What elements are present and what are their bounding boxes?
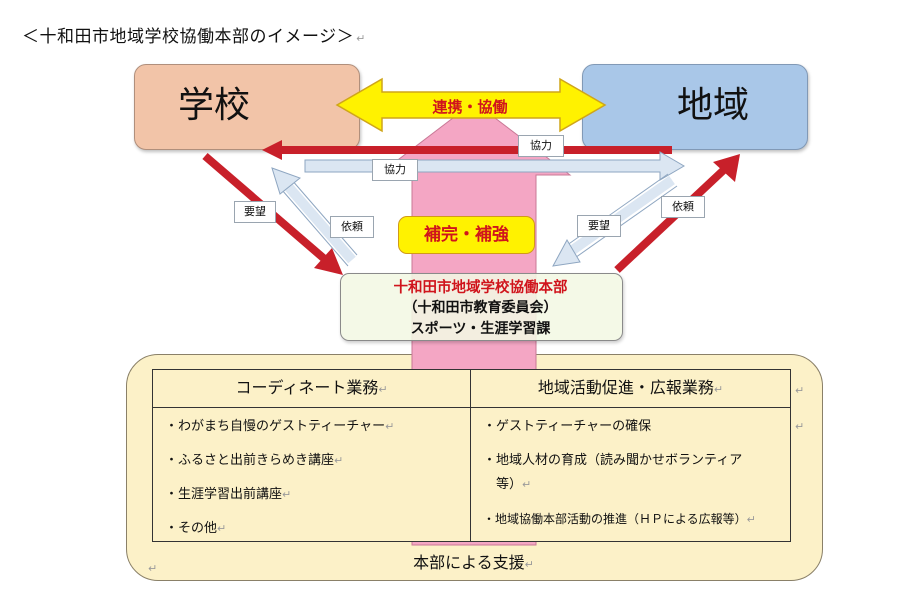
list-item-continued: 等）↵ (483, 477, 532, 492)
red-left-arrow (262, 140, 672, 160)
left-irai-label: 依頼 (330, 216, 374, 238)
column-header-coordinate: コーディネート業務↵ (152, 369, 471, 408)
blue-right-arrow (304, 151, 685, 181)
honbu-department: スポーツ・生涯学習課 (410, 321, 551, 337)
list-item: ・その他↵ (165, 521, 227, 536)
return-mark-icon: ↵ (356, 32, 366, 45)
list-item: ・ゲストティーチャーの確保 (483, 419, 652, 434)
region-box (582, 64, 808, 150)
return-mark-icon: ↵ (148, 562, 158, 575)
column-header-promotion: 地域活動促進・広報業務↵ (470, 369, 791, 408)
school-box (134, 64, 360, 150)
kyoryoku-mid-label: 協力 (372, 159, 418, 181)
support-table: コーディネート業務↵ 地域活動促進・広報業務↵ ・わがまち自慢のゲストティーチャ… (152, 369, 791, 542)
red-right-diagonal-arrow (614, 154, 740, 273)
honbu-subtitle: （十和田市教育委員会） (403, 300, 558, 316)
list-item: ・ふるさと出前きらめき講座↵ (165, 453, 344, 468)
renkei-double-arrow (335, 77, 607, 133)
list-item: ・わがまち自慢のゲストティーチャー↵ (165, 419, 395, 434)
list-item: ・生涯学習出前講座↵ (165, 487, 292, 502)
hokan-box: 補完・補強 (398, 216, 535, 254)
support-caption: 本部による支援↵ (413, 553, 534, 572)
right-irai-label: 依頼 (661, 196, 705, 218)
promotion-items-cell: ・ゲストティーチャーの確保 ・地域人材の育成（読み聞かせボランティア 等）↵ ・… (470, 407, 791, 542)
honbu-title: 十和田市地域学校協働本部 (393, 280, 568, 296)
return-mark-icon: ↵ (795, 420, 805, 433)
kyoryoku-top-label: 協力 (518, 135, 564, 157)
coordinate-items-cell: ・わがまち自慢のゲストティーチャー↵ ・ふるさと出前きらめき講座↵ ・生涯学習出… (152, 407, 471, 542)
blue-left-diagonal-arrow (271, 167, 358, 267)
page-title: ＜十和田市地域学校協働本部のイメージ＞↵ (22, 27, 366, 47)
honbu-box (340, 273, 623, 341)
school-label: 学校 (177, 85, 250, 126)
left-request-label: 要望 (234, 201, 276, 223)
right-request-label: 要望 (577, 215, 621, 237)
region-label: 地域 (676, 85, 749, 126)
return-mark-icon: ↵ (795, 384, 805, 397)
list-item: ・地域人材の育成（読み聞かせボランティア (483, 453, 743, 468)
list-item: ・地域協働本部活動の推進（ＨＰによる広報等）↵ (483, 512, 756, 526)
renkei-label: 連携・協働 (432, 98, 508, 116)
